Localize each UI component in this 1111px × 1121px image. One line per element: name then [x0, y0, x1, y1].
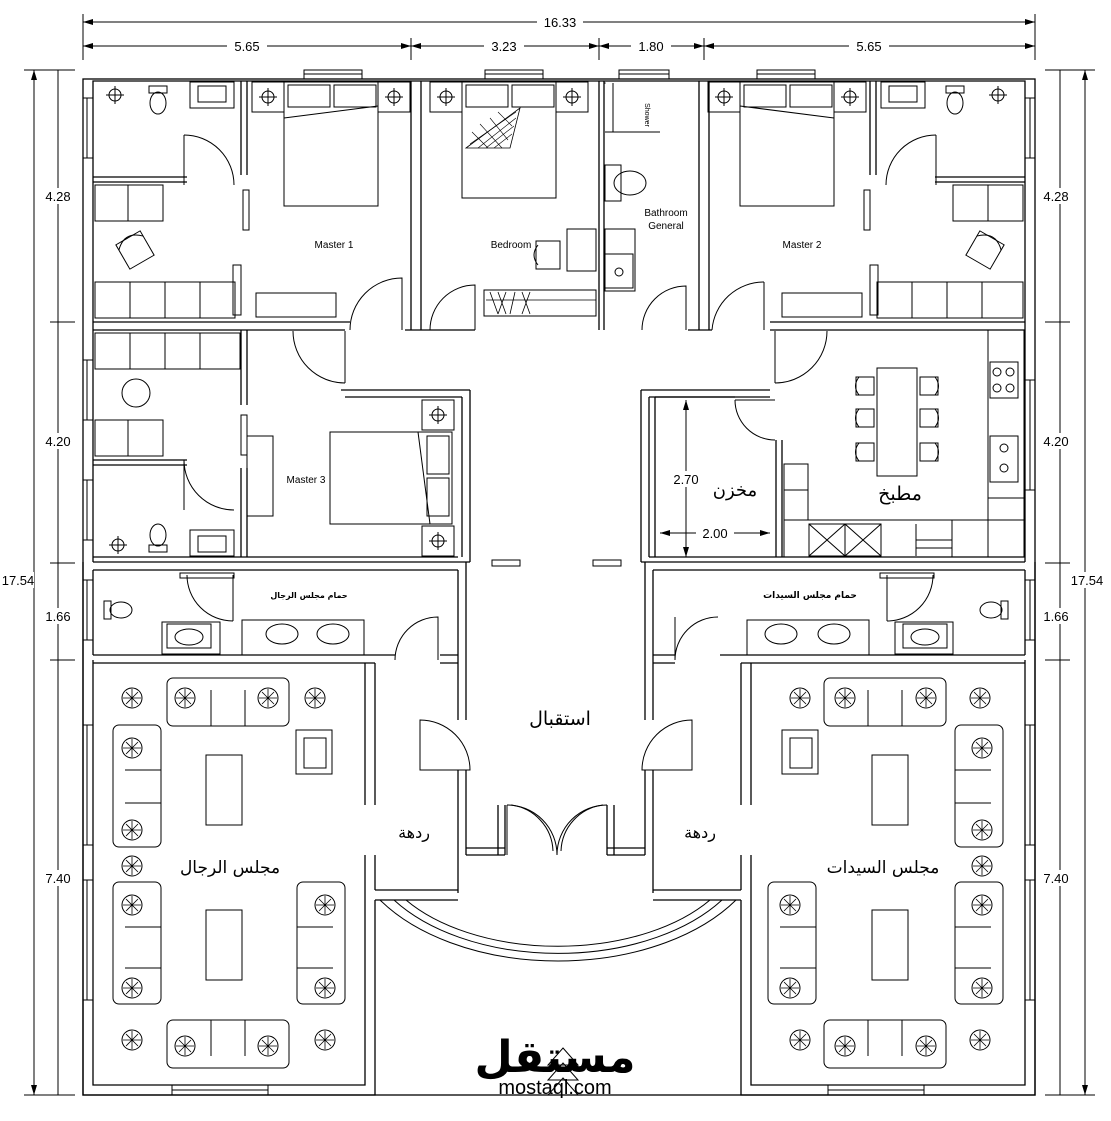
mostaql-watermark: مستقل mostaql.com — [475, 1032, 636, 1099]
storage-height-dim: 2.70 — [673, 472, 698, 487]
label-reception: استقبال — [529, 708, 591, 730]
label-storage: مخزن — [713, 480, 757, 501]
walls — [82, 78, 1036, 1096]
label-women-majlis-bath: حمام مجلس السيدات — [763, 591, 857, 601]
dimension-labels: 16.33 5.65 3.23 1.80 5.65 17.54 4.28 4.2… — [2, 14, 1104, 886]
left-segment-3: 1.66 — [45, 609, 70, 624]
label-master-3: Master 3 — [287, 475, 326, 486]
top-segment-4: 5.65 — [856, 39, 881, 54]
right-segment-4: 7.40 — [1043, 871, 1068, 886]
label-master-1: Master 1 — [315, 240, 354, 251]
dimension-arrows — [31, 19, 1088, 1095]
label-kitchen: مطبخ — [878, 483, 922, 505]
label-men-majlis-bath: حمام مجلس الرجال — [270, 591, 348, 601]
storage-width-dim: 2.00 — [702, 526, 727, 541]
label-men-majlis: مجلس الرجال — [180, 858, 280, 878]
label-shower: Shower — [643, 103, 650, 127]
left-segment-2: 4.20 — [45, 434, 70, 449]
top-segment-1: 5.65 — [234, 39, 259, 54]
right-segment-2: 4.20 — [1043, 434, 1068, 449]
doors — [183, 134, 937, 856]
dimension-lines — [24, 14, 1095, 1096]
left-segment-1: 4.28 — [45, 189, 70, 204]
overall-depth-left: 17.54 — [2, 573, 35, 588]
label-bedroom: Bedroom — [491, 240, 532, 251]
right-segment-1: 4.28 — [1043, 189, 1068, 204]
women-majlis-furniture — [767, 677, 1004, 1069]
label-bathroom-general-1: Bathroom — [644, 208, 687, 219]
label-women-majlis: مجلس السيدات — [827, 858, 940, 878]
furniture-bedrooms — [94, 81, 1024, 557]
men-majlis-furniture — [112, 677, 346, 1069]
majlis-baths — [103, 600, 1009, 656]
label-corridor-left: ردهة — [398, 823, 430, 843]
windows — [82, 69, 1036, 1096]
top-segment-2: 3.23 — [491, 39, 516, 54]
label-corridor-right: ردهة — [684, 823, 716, 843]
overall-width-label: 16.33 — [544, 15, 577, 30]
entrance-arch — [379, 899, 737, 962]
top-segment-3: 1.80 — [638, 39, 663, 54]
right-segment-3: 1.66 — [1043, 609, 1068, 624]
left-segment-4: 7.40 — [45, 871, 70, 886]
label-bathroom-general-2: General — [648, 221, 684, 232]
room-labels: Master 1 Bedroom Shower Bathroom General… — [180, 103, 939, 878]
kitchen-furniture — [783, 329, 1025, 558]
overall-depth-right: 17.54 — [1071, 573, 1104, 588]
watermark-site: mostaql.com — [498, 1077, 611, 1099]
label-master-2: Master 2 — [783, 240, 822, 251]
